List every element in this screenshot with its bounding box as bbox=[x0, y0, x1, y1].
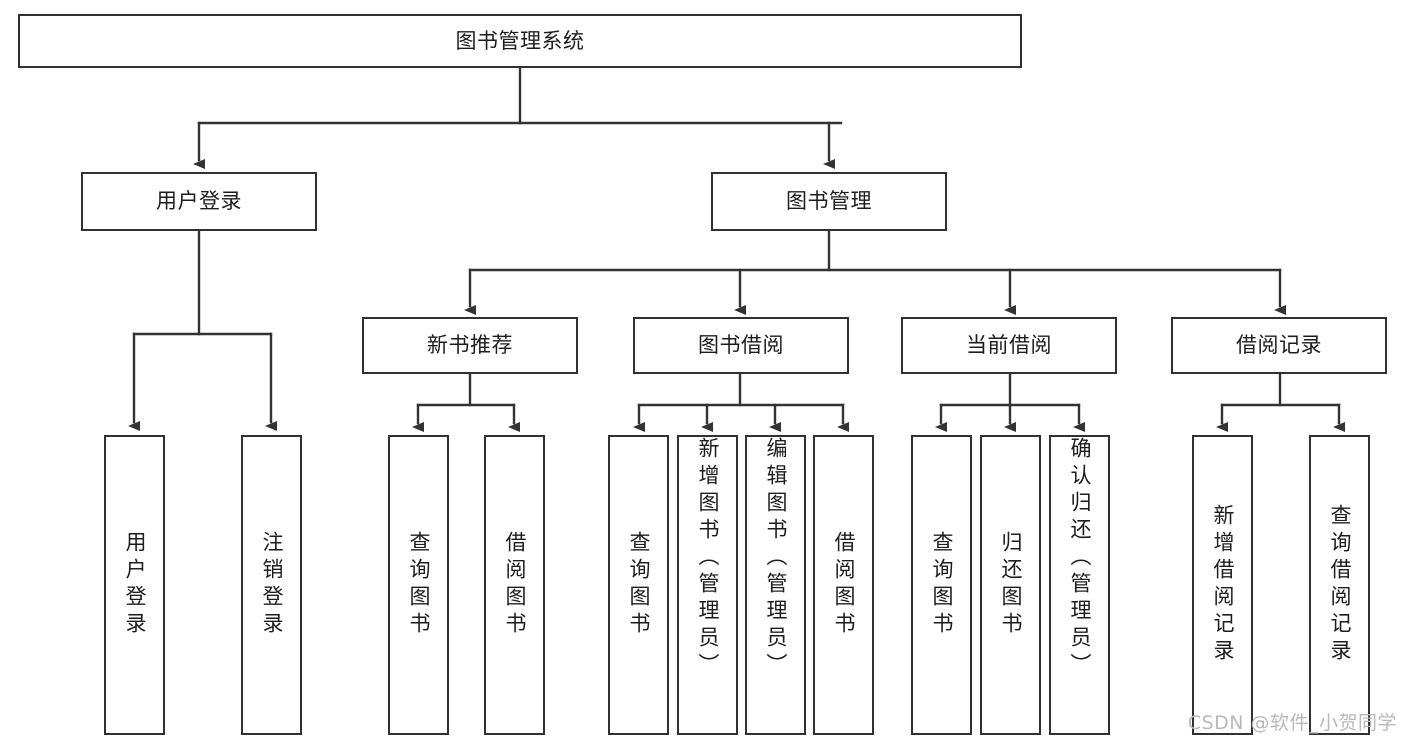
leaf-label: 确认归还（管理员） bbox=[1068, 437, 1092, 680]
node-root-label: 图书管理系统 bbox=[455, 28, 585, 53]
node-book-borrow[interactable]: 图书借阅 bbox=[633, 317, 849, 374]
node-book-management[interactable]: 图书管理 bbox=[711, 172, 947, 231]
leaf-user-login-signout[interactable]: 注销登录 bbox=[241, 435, 302, 735]
node-new-book-recommend-label: 新书推荐 bbox=[427, 333, 513, 358]
node-borrow-records-label: 借阅记录 bbox=[1236, 333, 1322, 358]
leaf-current-return-book[interactable]: 归还图书 bbox=[980, 435, 1041, 735]
leaf-borrow-add-book[interactable]: 新增图书（管理员） bbox=[677, 435, 738, 735]
node-user-login-label: 用户登录 bbox=[156, 189, 242, 214]
watermark-text: CSDN @软件_小贺同学 bbox=[1187, 712, 1397, 734]
leaf-label: 查询图书 bbox=[627, 531, 651, 639]
leaf-new-book-query[interactable]: 查询图书 bbox=[388, 435, 449, 735]
node-new-book-recommend[interactable]: 新书推荐 bbox=[362, 317, 578, 374]
leaf-label: 查询图书 bbox=[930, 531, 954, 639]
leaf-label: 用户登录 bbox=[123, 531, 147, 639]
leaf-borrow-borrow-book[interactable]: 借阅图书 bbox=[813, 435, 874, 735]
leaf-label: 查询借阅记录 bbox=[1328, 504, 1352, 666]
leaf-label: 借阅图书 bbox=[503, 531, 527, 639]
leaf-user-login-signin[interactable]: 用户登录 bbox=[104, 435, 165, 735]
leaf-label: 借阅图书 bbox=[832, 531, 856, 639]
leaf-borrow-query-book[interactable]: 查询图书 bbox=[608, 435, 669, 735]
node-book-management-label: 图书管理 bbox=[786, 189, 872, 214]
leaf-label: 新增借阅记录 bbox=[1211, 504, 1235, 666]
node-book-borrow-label: 图书借阅 bbox=[698, 333, 784, 358]
node-user-login[interactable]: 用户登录 bbox=[81, 172, 317, 231]
node-current-borrow[interactable]: 当前借阅 bbox=[901, 317, 1117, 374]
leaf-label: 查询图书 bbox=[407, 531, 431, 639]
leaf-label: 编辑图书（管理员） bbox=[764, 437, 788, 680]
leaf-label: 注销登录 bbox=[260, 531, 284, 639]
leaf-records-query-record[interactable]: 查询借阅记录 bbox=[1309, 435, 1370, 735]
node-current-borrow-label: 当前借阅 bbox=[966, 333, 1052, 358]
leaf-borrow-edit-book[interactable]: 编辑图书（管理员） bbox=[745, 435, 806, 735]
leaf-new-book-borrow[interactable]: 借阅图书 bbox=[484, 435, 545, 735]
node-root[interactable]: 图书管理系统 bbox=[18, 14, 1022, 68]
leaf-records-add-record[interactable]: 新增借阅记录 bbox=[1192, 435, 1253, 735]
node-borrow-records[interactable]: 借阅记录 bbox=[1171, 317, 1387, 374]
leaf-label: 归还图书 bbox=[999, 531, 1023, 639]
leaf-current-query-book[interactable]: 查询图书 bbox=[911, 435, 972, 735]
leaf-label: 新增图书（管理员） bbox=[696, 437, 720, 680]
leaf-current-confirm-return[interactable]: 确认归还（管理员） bbox=[1049, 435, 1110, 735]
